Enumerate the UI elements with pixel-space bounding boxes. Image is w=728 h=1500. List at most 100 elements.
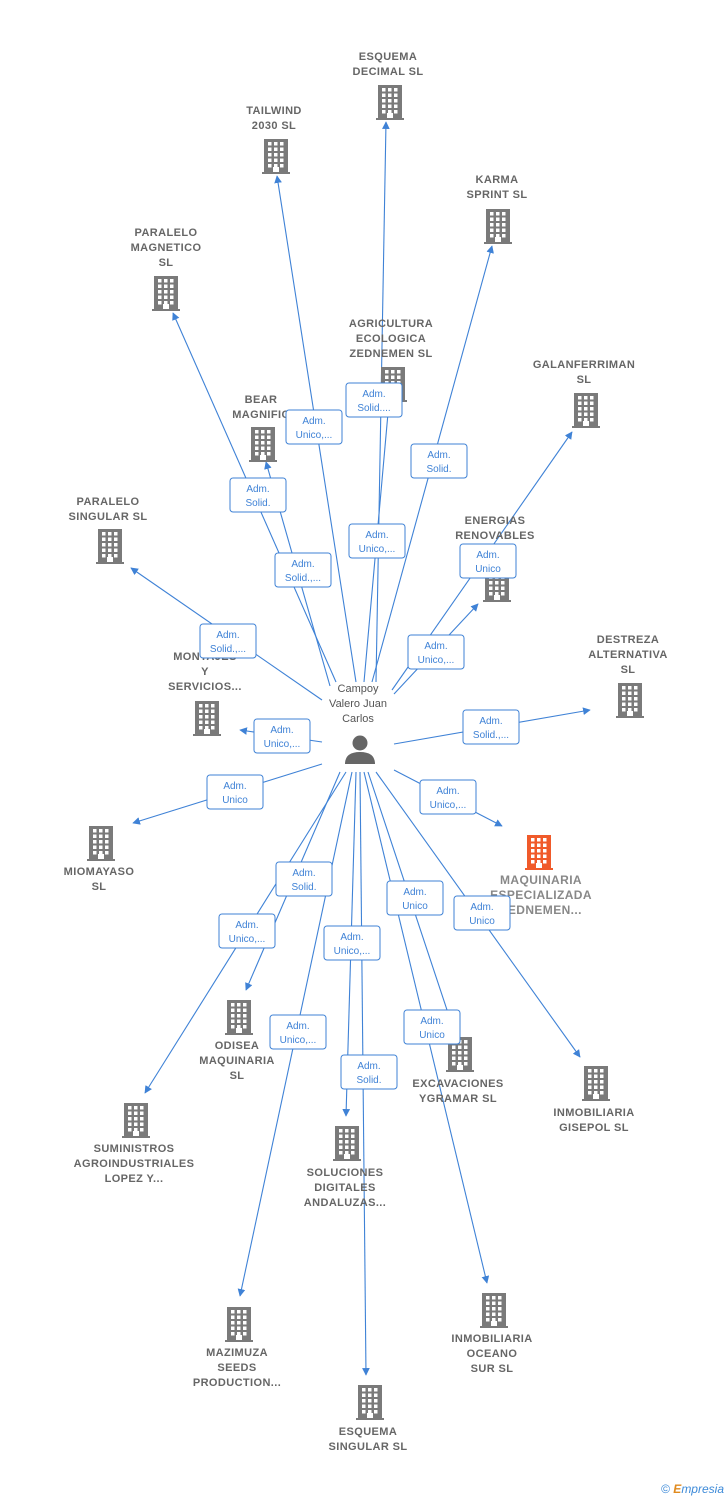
role-badge[interactable]: Adm.Unico,... (348, 523, 406, 559)
role-text: Adm.Solid. (291, 868, 316, 893)
roles-layer: Adm.Solid.... Adm.Unico,... Adm.Solid. Adm.… (199, 382, 520, 1090)
brand-rest: mpresia (681, 1482, 724, 1496)
role-text: Adm.Unico,... (296, 416, 333, 441)
role-badge[interactable]: Adm.Solid. (340, 1054, 398, 1090)
role-text: Adm.Solid.,... (210, 630, 246, 655)
building-icon (525, 835, 553, 870)
building-icon (333, 1126, 361, 1161)
building-icon (484, 209, 512, 244)
person-icon (345, 735, 375, 764)
role-badge[interactable]: Adm.Solid. (275, 861, 333, 897)
role-badge[interactable]: Adm.Solid.,... (274, 552, 332, 588)
role-badge[interactable]: Adm.Unico (453, 895, 511, 931)
building-icon (262, 139, 290, 174)
building-icon (225, 1307, 253, 1342)
role-badge[interactable]: Adm.Unico (386, 880, 444, 916)
role-text: Adm.Solid.,... (473, 716, 509, 741)
role-badge[interactable]: Adm.Solid. (410, 443, 468, 479)
role-badge[interactable]: Adm.Solid.... (345, 382, 403, 418)
role-text: Adm.Solid. (245, 484, 270, 509)
role-badge[interactable]: Adm.Unico,... (269, 1014, 327, 1050)
building-icon (376, 85, 404, 120)
role-badge[interactable]: Adm.Unico (403, 1009, 461, 1045)
role-badge[interactable]: Adm.Solid.,... (199, 623, 257, 659)
company-node-montajes-servicios[interactable]: MONTAJESYSERVICIOS... (168, 651, 242, 736)
role-text: Adm.Solid. (426, 450, 451, 475)
role-text: Adm.Solid.,... (285, 559, 321, 584)
role-badge[interactable]: Adm.Unico,... (323, 925, 381, 961)
role-badge[interactable]: Adm.Unico,... (419, 779, 477, 815)
role-text: Adm.Unico,... (430, 786, 467, 811)
role-text: Adm.Unico (222, 781, 248, 806)
building-icon (582, 1066, 610, 1101)
role-text: Adm.Unico (475, 550, 501, 575)
building-icon (356, 1385, 384, 1420)
role-badge[interactable]: Adm.Unico,... (218, 913, 276, 949)
role-badge[interactable]: Adm.Unico (206, 774, 264, 810)
role-badge[interactable]: Adm.Unico,... (407, 634, 465, 670)
role-text: Adm.Unico,... (418, 641, 455, 666)
role-text: Adm.Unico,... (229, 920, 266, 945)
building-icon (249, 427, 277, 462)
building-icon (122, 1103, 150, 1138)
building-icon (480, 1293, 508, 1328)
role-text: Adm.Unico,... (359, 530, 396, 555)
role-badge[interactable]: Adm.Solid. (229, 477, 287, 513)
building-icon (225, 1000, 253, 1035)
role-badge[interactable]: Adm.Unico (459, 543, 517, 579)
building-icon (616, 683, 644, 718)
role-text: Adm.Unico,... (264, 725, 301, 750)
empresia-watermark[interactable]: © Empresia (661, 1482, 724, 1496)
building-icon (572, 393, 600, 428)
role-text: Adm.Solid.... (357, 389, 390, 414)
building-icon (193, 701, 221, 736)
building-icon (87, 826, 115, 861)
role-badge[interactable]: Adm.Unico,... (285, 409, 343, 445)
brand-initial: E (673, 1482, 682, 1496)
role-text: Adm.Unico (402, 887, 428, 912)
role-badge[interactable]: Adm.Solid.,... (462, 709, 520, 745)
role-text: Adm.Unico,... (334, 932, 371, 957)
role-badge[interactable]: Adm.Unico,... (253, 718, 311, 754)
building-icon (96, 529, 124, 564)
role-text: Adm.Unico (419, 1016, 445, 1041)
